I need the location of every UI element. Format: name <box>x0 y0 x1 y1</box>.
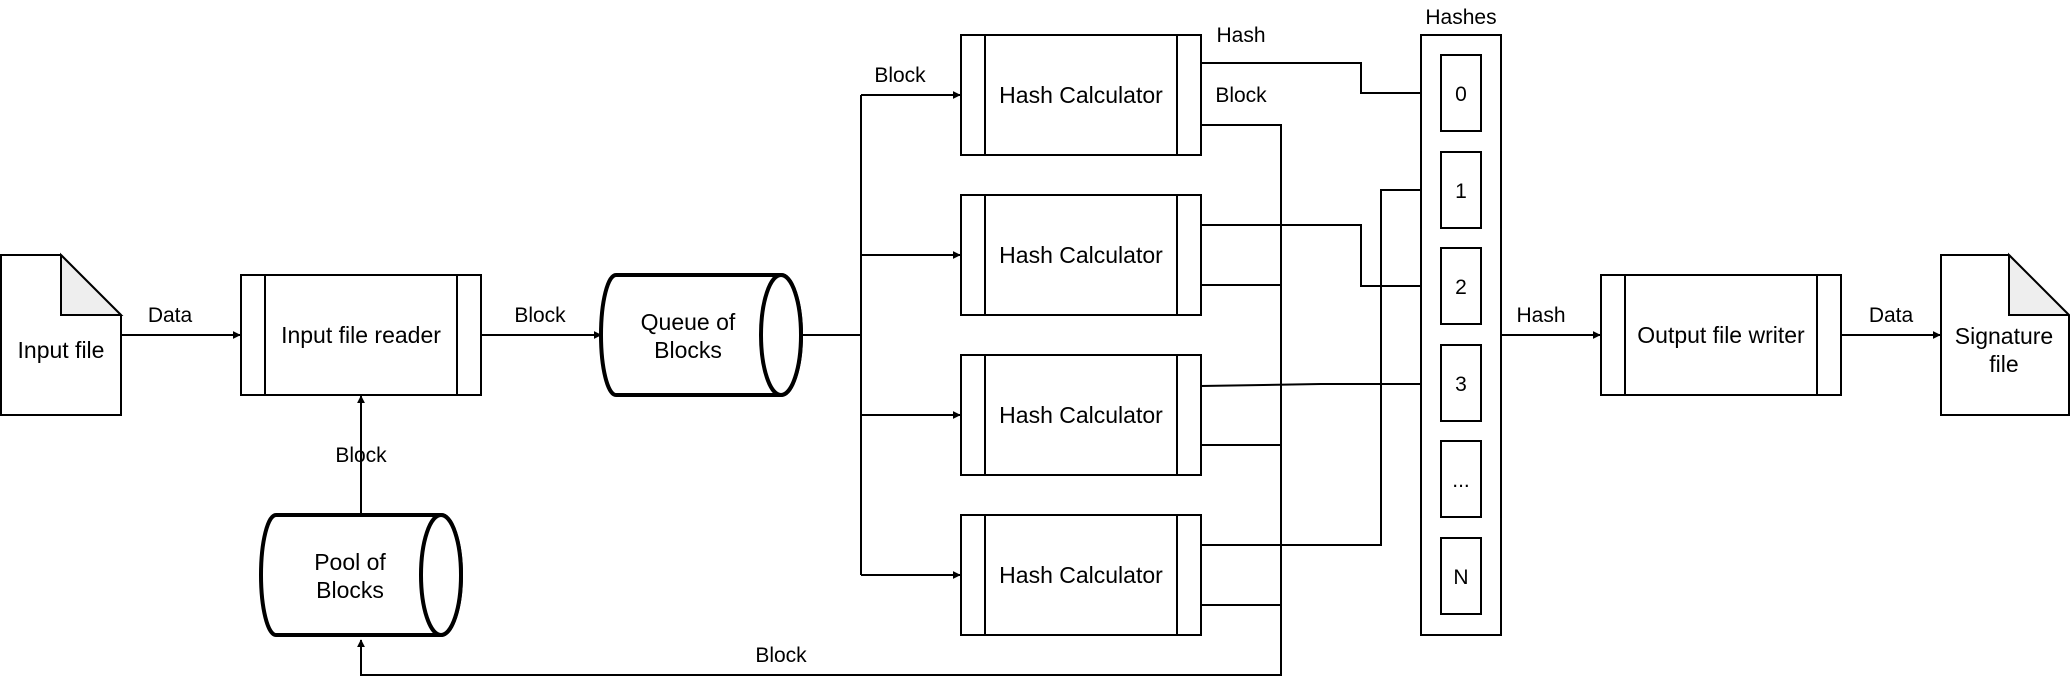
edge-label-block-out: Block <box>1215 84 1267 107</box>
edge-label-data-in: Data <box>148 304 193 327</box>
hash-slot: 2 <box>1440 247 1482 325</box>
input-file-reader-label: Input file reader <box>281 322 441 348</box>
hash-calculator-node: Hash Calculator <box>960 194 1202 316</box>
hash-calculator-node: Hash Calculator <box>960 514 1202 636</box>
hash-slot-label: 3 <box>1455 373 1467 396</box>
hash-calculator-label: Hash Calculator <box>999 562 1163 588</box>
edge-calc-1-hash <box>1201 62 1440 97</box>
hashes-title: Hashes <box>1425 6 1496 29</box>
input-file-label: Input file <box>18 337 105 363</box>
hash-slot: N <box>1440 537 1482 615</box>
hash-calculator-label: Hash Calculator <box>999 402 1163 428</box>
pool-label-line-1: Pool of <box>314 549 386 575</box>
edge-block-return-bus <box>357 124 1282 676</box>
edge-label-block-from-pool: Block <box>335 444 387 467</box>
edge-label-block-to-queue: Block <box>514 304 566 327</box>
output-file-writer-node: Output file writer <box>1600 274 1842 396</box>
input-file-reader-node: Input file reader <box>240 274 482 396</box>
edge-label-data-out: Data <box>1869 304 1914 327</box>
hash-slot: 1 <box>1440 151 1482 229</box>
queue-label-line-1: Queue of <box>641 309 736 335</box>
signature-file-node: Signature file <box>1940 252 2070 416</box>
connectors <box>121 62 1941 676</box>
edge-label-hash-out: Hash <box>1216 24 1265 47</box>
hash-slot-label: 2 <box>1455 276 1467 299</box>
hash-slot: 3 <box>1440 344 1482 422</box>
edge-label-block-return: Block <box>755 644 807 667</box>
hash-calculator-node: Hash Calculator <box>960 34 1202 156</box>
queue-of-blocks-node: Queue of Blocks <box>599 273 803 397</box>
hash-calculator-label: Hash Calculator <box>999 82 1163 108</box>
hashes-container: Hashes 0 1 2 3 ... N <box>1420 6 1502 636</box>
pool-of-blocks-node: Pool of Blocks <box>259 513 463 637</box>
output-file-writer-label: Output file writer <box>1637 322 1805 348</box>
edge-labels: Data Block Block Block Hash Block Block … <box>148 24 1914 667</box>
edge-queue-trunk <box>802 95 862 575</box>
hash-calculator-label: Hash Calculator <box>999 242 1163 268</box>
hash-slot-label: N <box>1453 566 1468 589</box>
edge-label-hash-to-writer: Hash <box>1516 304 1565 327</box>
input-file-node: Input file <box>0 252 124 416</box>
signature-label-line-2: file <box>1989 351 2018 377</box>
hash-slot: 0 <box>1440 54 1482 132</box>
hash-slot-label: 1 <box>1455 180 1467 203</box>
queue-label-line-2: Blocks <box>654 337 722 363</box>
pool-label-line-2: Blocks <box>316 577 384 603</box>
hash-slot-label: 0 <box>1455 83 1467 106</box>
hash-slot-label: ... <box>1452 469 1470 492</box>
hash-slot: ... <box>1440 440 1482 518</box>
signature-label-line-1: Signature <box>1955 323 2053 349</box>
edge-calc-2-hash <box>1201 224 1440 290</box>
edge-label-block-to-calc: Block <box>874 64 926 87</box>
hash-calculator-node: Hash Calculator <box>960 354 1202 476</box>
edge-calc-3-hash <box>1200 380 1440 388</box>
edge-calc-4-hash <box>1201 186 1440 546</box>
